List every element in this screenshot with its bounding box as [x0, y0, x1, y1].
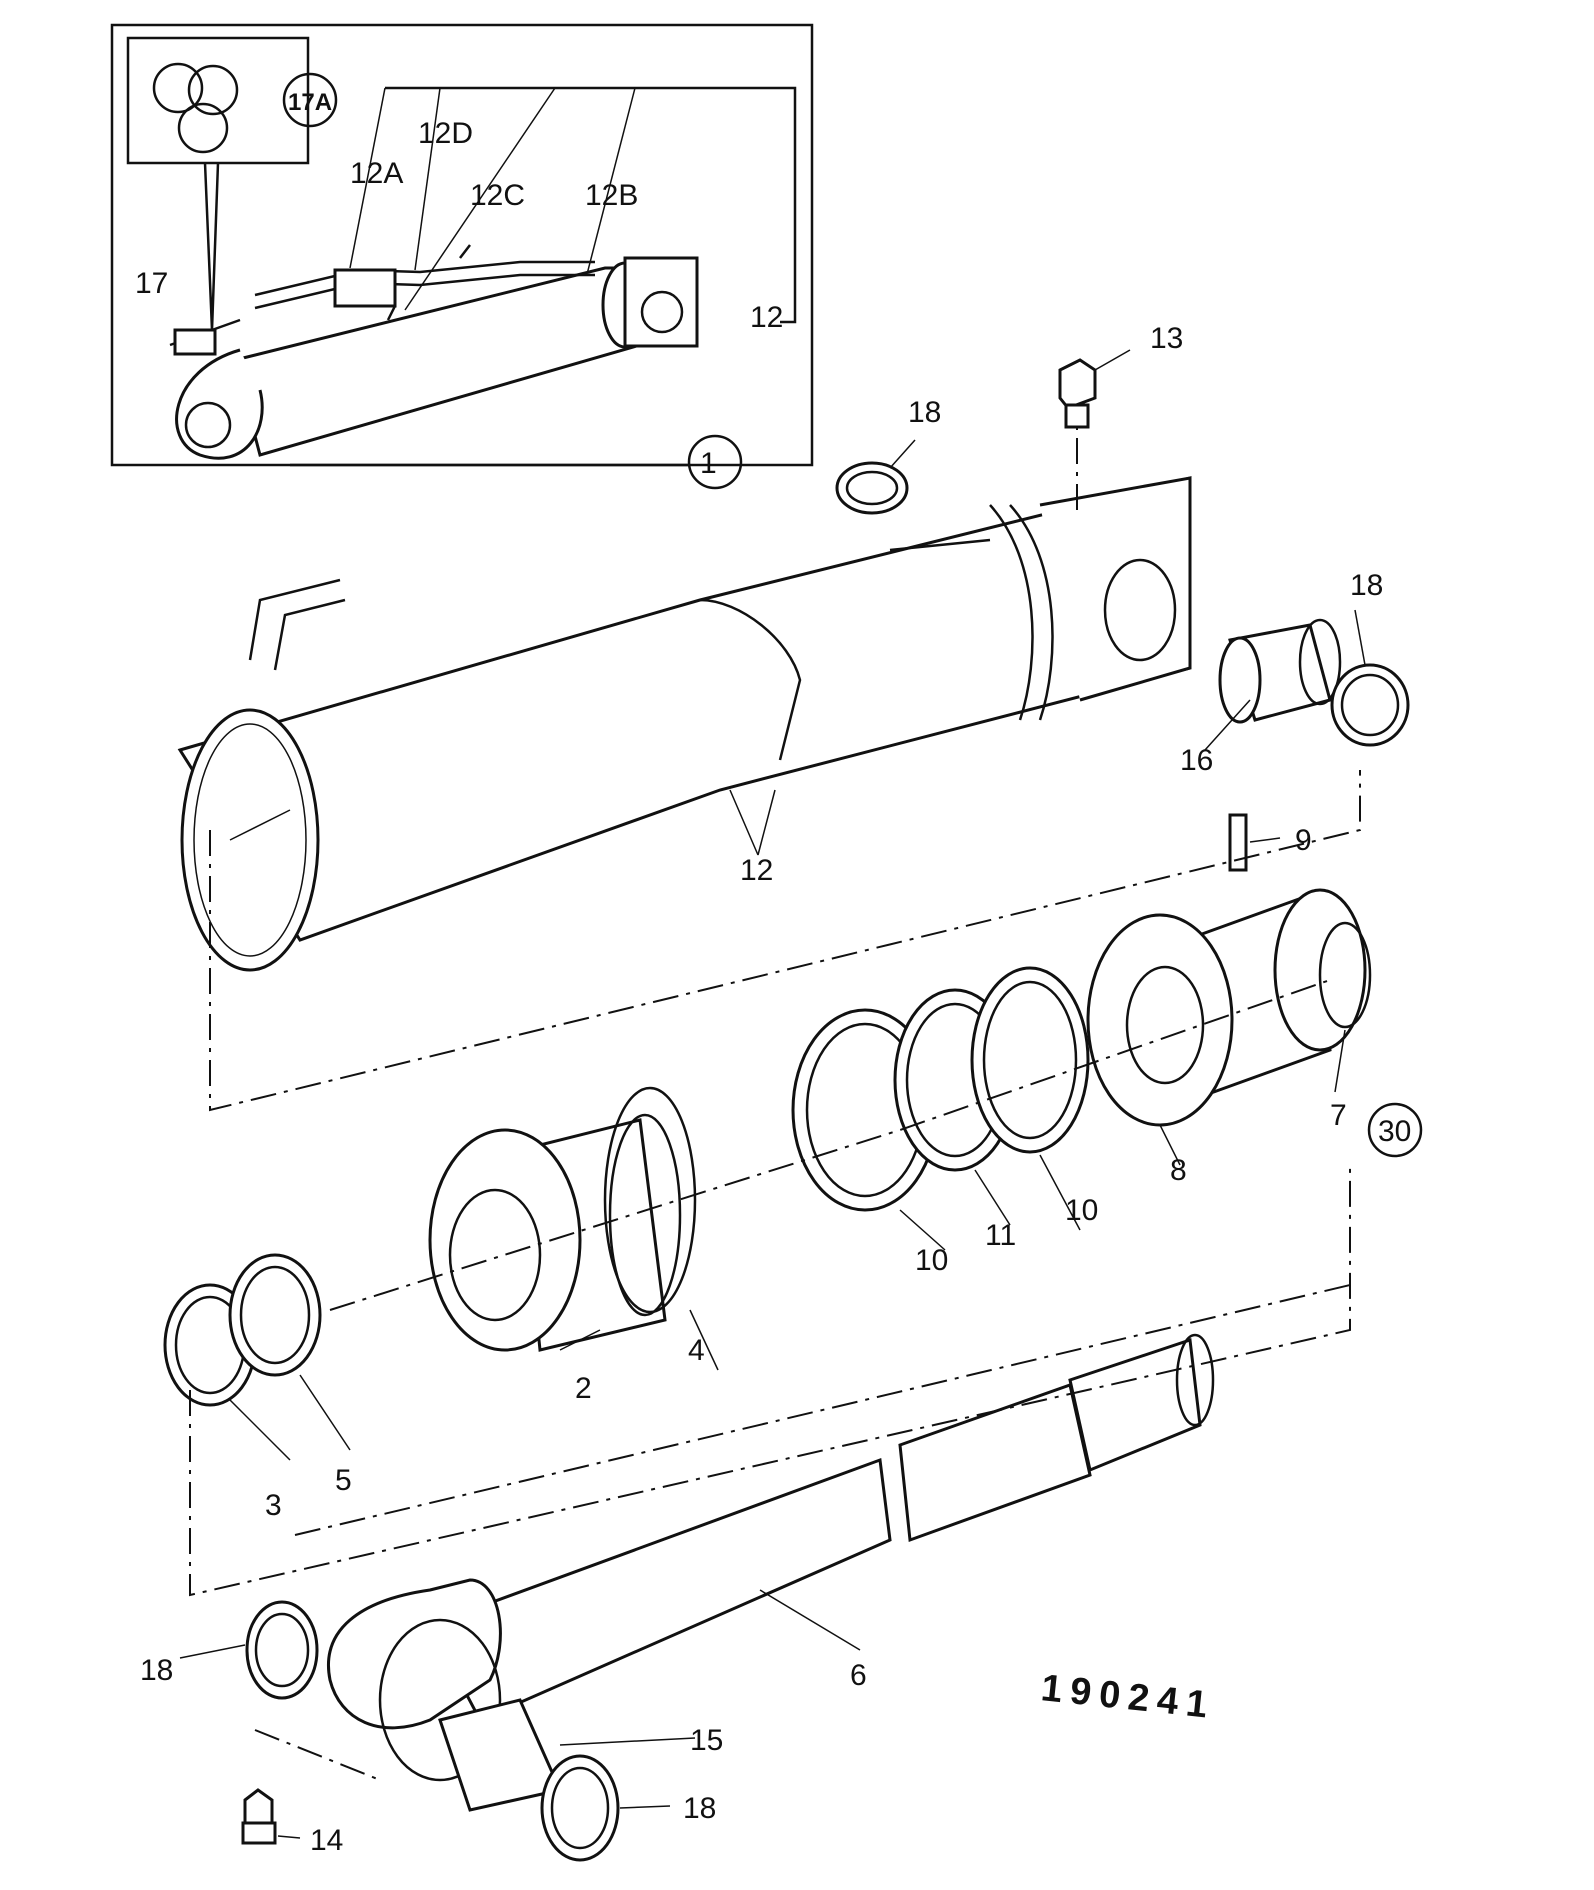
callout-18-top: 18 — [908, 396, 941, 429]
piston-8 — [1086, 888, 1367, 1127]
callout-16: 16 — [1180, 744, 1213, 777]
callout-17: 17 — [135, 267, 168, 300]
callout-8: 8 — [1170, 1154, 1187, 1187]
callout-1: 1 — [700, 447, 717, 480]
callout-13: 13 — [1150, 322, 1183, 355]
ring-18-bottom — [540, 1754, 620, 1862]
callout-18-left: 18 — [140, 1654, 173, 1687]
grease-nipple-14 — [241, 1788, 277, 1845]
callout-10-a: 10 — [915, 1244, 948, 1277]
callout-10-b: 10 — [1065, 1194, 1098, 1227]
cylinder-barrel — [177, 400, 1192, 972]
o-ring-kit-icon — [152, 62, 239, 154]
o-ring-4 — [603, 1086, 697, 1314]
callout-5: 5 — [335, 1464, 352, 1497]
callout-17a: 17A — [288, 89, 332, 116]
seal-5 — [228, 1253, 322, 1377]
callout-18-bottom: 18 — [683, 1792, 716, 1825]
reference-number: 190241 — [1039, 1667, 1217, 1727]
ring-18-top — [835, 461, 909, 515]
ring-18-right — [1330, 663, 1410, 747]
assembly-centerlines — [189, 770, 1361, 1781]
grease-nipple-13 — [1058, 358, 1097, 429]
callout-14: 14 — [310, 1824, 343, 1857]
pin-9 — [1228, 813, 1248, 872]
inset-assembly-view — [110, 23, 814, 490]
callout-12b: 12B — [585, 179, 638, 212]
ring-18-left — [245, 1600, 319, 1700]
callout-11: 11 — [985, 1219, 1016, 1252]
wear-ring-10-b — [970, 966, 1090, 1154]
callout-7: 7 — [1330, 1099, 1347, 1132]
callout-3: 3 — [265, 1489, 282, 1522]
callout-12-inset: 12 — [750, 301, 783, 334]
callout-12-main: 12 — [740, 854, 773, 887]
callout-12a: 12A — [350, 157, 403, 190]
callout-9: 9 — [1295, 824, 1312, 857]
piston-rod-6 — [327, 1333, 1215, 1782]
callout-18-right: 18 — [1350, 569, 1383, 602]
callout-2: 2 — [575, 1372, 592, 1405]
callout-6: 6 — [850, 1659, 867, 1692]
gland-nut-2 — [428, 1113, 682, 1352]
leader-lines — [179, 349, 1366, 1839]
bushing-16 — [1218, 618, 1342, 724]
callout-30-circle — [1367, 1102, 1423, 1158]
callout-4: 4 — [688, 1334, 705, 1367]
callout-30: 30 — [1378, 1115, 1411, 1148]
callout-labels: 1 2 3 4 5 6 7 8 9 10 10 11 12 12 12A 12B… — [135, 89, 1423, 1857]
callout-15: 15 — [690, 1724, 723, 1757]
callout-12c: 12C — [470, 179, 525, 212]
callout-12d: 12D — [418, 117, 473, 150]
seal-7 — [1318, 921, 1372, 1029]
